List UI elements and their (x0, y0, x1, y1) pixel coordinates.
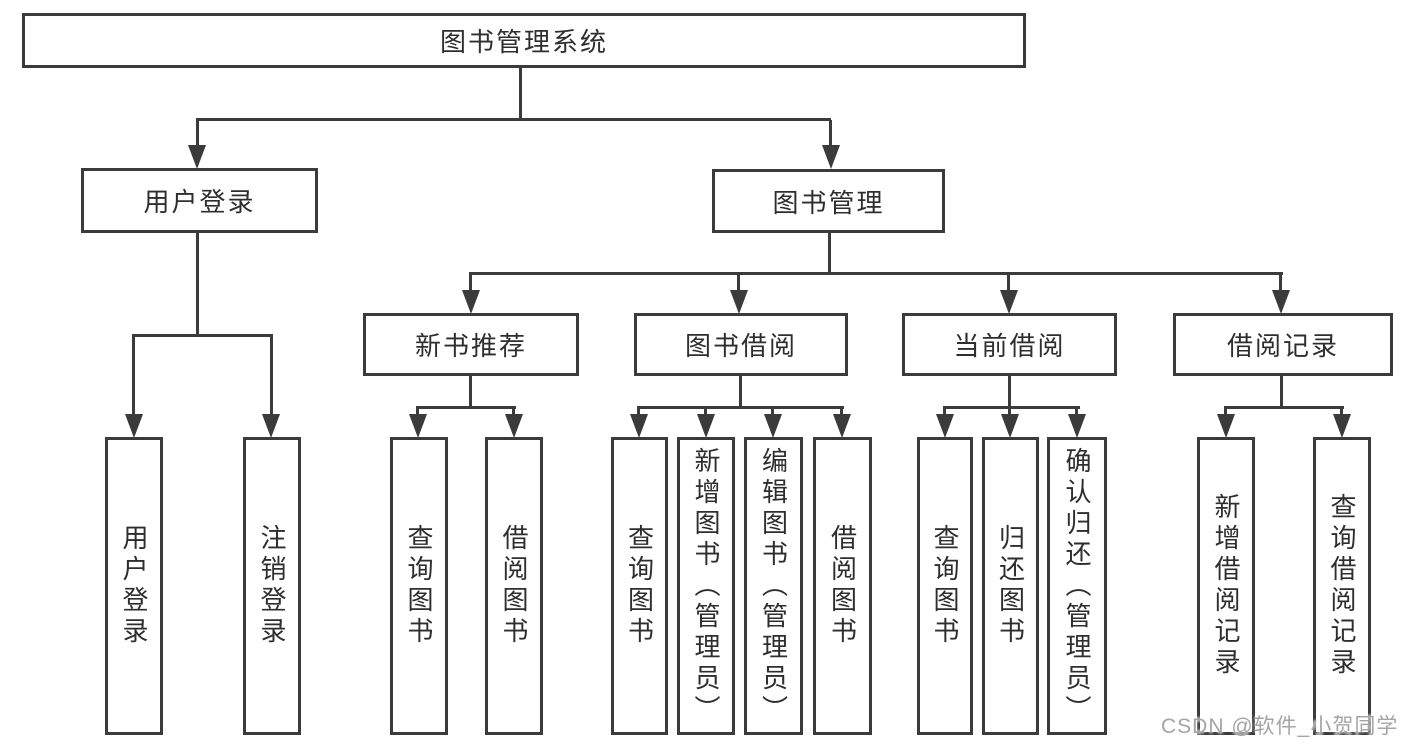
csdn-watermark: CSDN @软件_小贺同学 (1161, 715, 1399, 738)
arrow-down-icon (833, 414, 851, 438)
arrow-shaft (1340, 408, 1343, 416)
arrow-down-icon (730, 290, 748, 314)
leaf-label: 借阅图书 (499, 524, 529, 648)
arrow-shaft (196, 120, 199, 146)
arrow-shaft (1008, 408, 1011, 416)
arrow-down-icon (936, 414, 954, 438)
arrow-shaft (829, 120, 832, 146)
leaf-user-login: 用户登录 (105, 437, 163, 735)
connector-user-login-rail (132, 334, 273, 337)
arrow-shaft (512, 408, 515, 416)
node-label: 新书推荐 (414, 331, 527, 361)
arrow-down-icon (409, 414, 427, 438)
leaf-add-borrow-record: 新增借阅记录 (1197, 437, 1255, 735)
connector-current-borrow-stem (1008, 374, 1011, 409)
leaf-label: 归还图书 (995, 524, 1026, 648)
arrow-shaft (469, 274, 472, 292)
arrow-down-icon (697, 414, 715, 438)
leaf-query-books-newbook: 查询图书 (390, 437, 448, 735)
connector-current-borrow-rail (943, 406, 1080, 409)
arrow-shaft (637, 408, 640, 416)
arrow-shaft (1224, 408, 1227, 416)
connector-level2-rail (196, 118, 831, 121)
connector-root-stem (519, 66, 522, 120)
connector-user-login-stem (196, 231, 199, 337)
leaf-query-books-borrow: 查询图书 (611, 437, 668, 735)
node-book-management: 图书管理 (712, 169, 945, 233)
arrow-down-icon (1272, 290, 1290, 314)
arrow-shaft (737, 274, 740, 292)
node-label: 借阅记录 (1226, 331, 1339, 361)
node-label: 图书管理 (772, 187, 885, 218)
arrow-shaft (840, 408, 843, 416)
arrow-shaft (1075, 408, 1078, 416)
leaf-label: 新增借阅记录 (1211, 493, 1241, 679)
node-label: 当前借阅 (953, 331, 1066, 361)
arrow-shaft (943, 408, 946, 416)
node-label: 图书管理系统 (439, 27, 608, 57)
arrow-shaft (416, 408, 419, 416)
leaf-label: 查询图书 (930, 524, 960, 648)
node-user-login: 用户登录 (81, 168, 318, 233)
arrow-down-icon (1068, 414, 1086, 438)
connector-book-borrow-rail (637, 406, 844, 409)
node-library-system: 图书管理系统 (22, 13, 1026, 68)
leaf-label: 查询借阅记录 (1327, 493, 1357, 679)
node-current-borrowing: 当前借阅 (902, 313, 1117, 376)
arrow-down-icon (505, 414, 523, 438)
leaf-logout: 注销登录 (243, 437, 301, 735)
connector-level3-rail (469, 272, 1283, 275)
leaf-query-borrow-record: 查询借阅记录 (1313, 437, 1371, 735)
arrow-shaft (132, 336, 135, 416)
node-new-book-recommend: 新书推荐 (363, 313, 579, 376)
leaf-borrow-books: 借阅图书 (813, 437, 872, 735)
arrow-down-icon (125, 414, 143, 438)
leaf-borrow-books-newbook: 借阅图书 (485, 437, 543, 735)
leaf-confirm-return-admin: 确认归还（管理员） (1047, 437, 1107, 735)
connector-new-book-rail (416, 406, 516, 409)
node-label: 用户登录 (143, 187, 256, 217)
connector-borrow-record-rail (1224, 406, 1344, 409)
arrow-down-icon (764, 414, 782, 438)
arrow-down-icon (188, 145, 206, 169)
arrow-shaft (1279, 274, 1282, 292)
leaf-query-books-current: 查询图书 (917, 437, 973, 735)
leaf-label: 确认归还（管理员） (1062, 446, 1092, 726)
leaf-label: 借阅图书 (827, 524, 858, 648)
leaf-label: 新增图书（管理员） (691, 446, 721, 726)
node-borrowing-records: 借阅记录 (1173, 313, 1393, 376)
arrow-shaft (1007, 274, 1010, 292)
arrow-down-icon (1217, 414, 1235, 438)
leaf-label: 查询图书 (404, 524, 434, 648)
leaf-label: 编辑图书（管理员） (758, 446, 789, 726)
arrow-down-icon (1333, 414, 1351, 438)
leaf-add-book-admin: 新增图书（管理员） (677, 437, 735, 735)
connector-book-borrow-stem (739, 374, 742, 409)
arrow-down-icon (1000, 290, 1018, 314)
leaf-edit-book-admin: 编辑图书（管理员） (744, 437, 803, 735)
connector-borrow-record-stem (1280, 374, 1283, 409)
connector-new-book-stem (469, 374, 472, 409)
arrow-shaft (704, 408, 707, 416)
node-label: 图书借阅 (684, 331, 797, 361)
leaf-label: 查询图书 (624, 524, 655, 648)
arrow-down-icon (630, 414, 648, 438)
leaf-return-book: 归还图书 (982, 437, 1039, 735)
arrow-shaft (270, 336, 273, 416)
arrow-down-icon (1001, 414, 1019, 438)
leaf-label: 用户登录 (119, 524, 149, 648)
leaf-label: 注销登录 (257, 524, 287, 648)
arrow-shaft (771, 408, 774, 416)
arrow-down-icon (822, 145, 840, 169)
node-book-borrowing: 图书借阅 (634, 313, 848, 376)
arrow-down-icon (262, 414, 280, 438)
connector-book-mgmt-stem (828, 231, 831, 275)
arrow-down-icon (462, 290, 480, 314)
